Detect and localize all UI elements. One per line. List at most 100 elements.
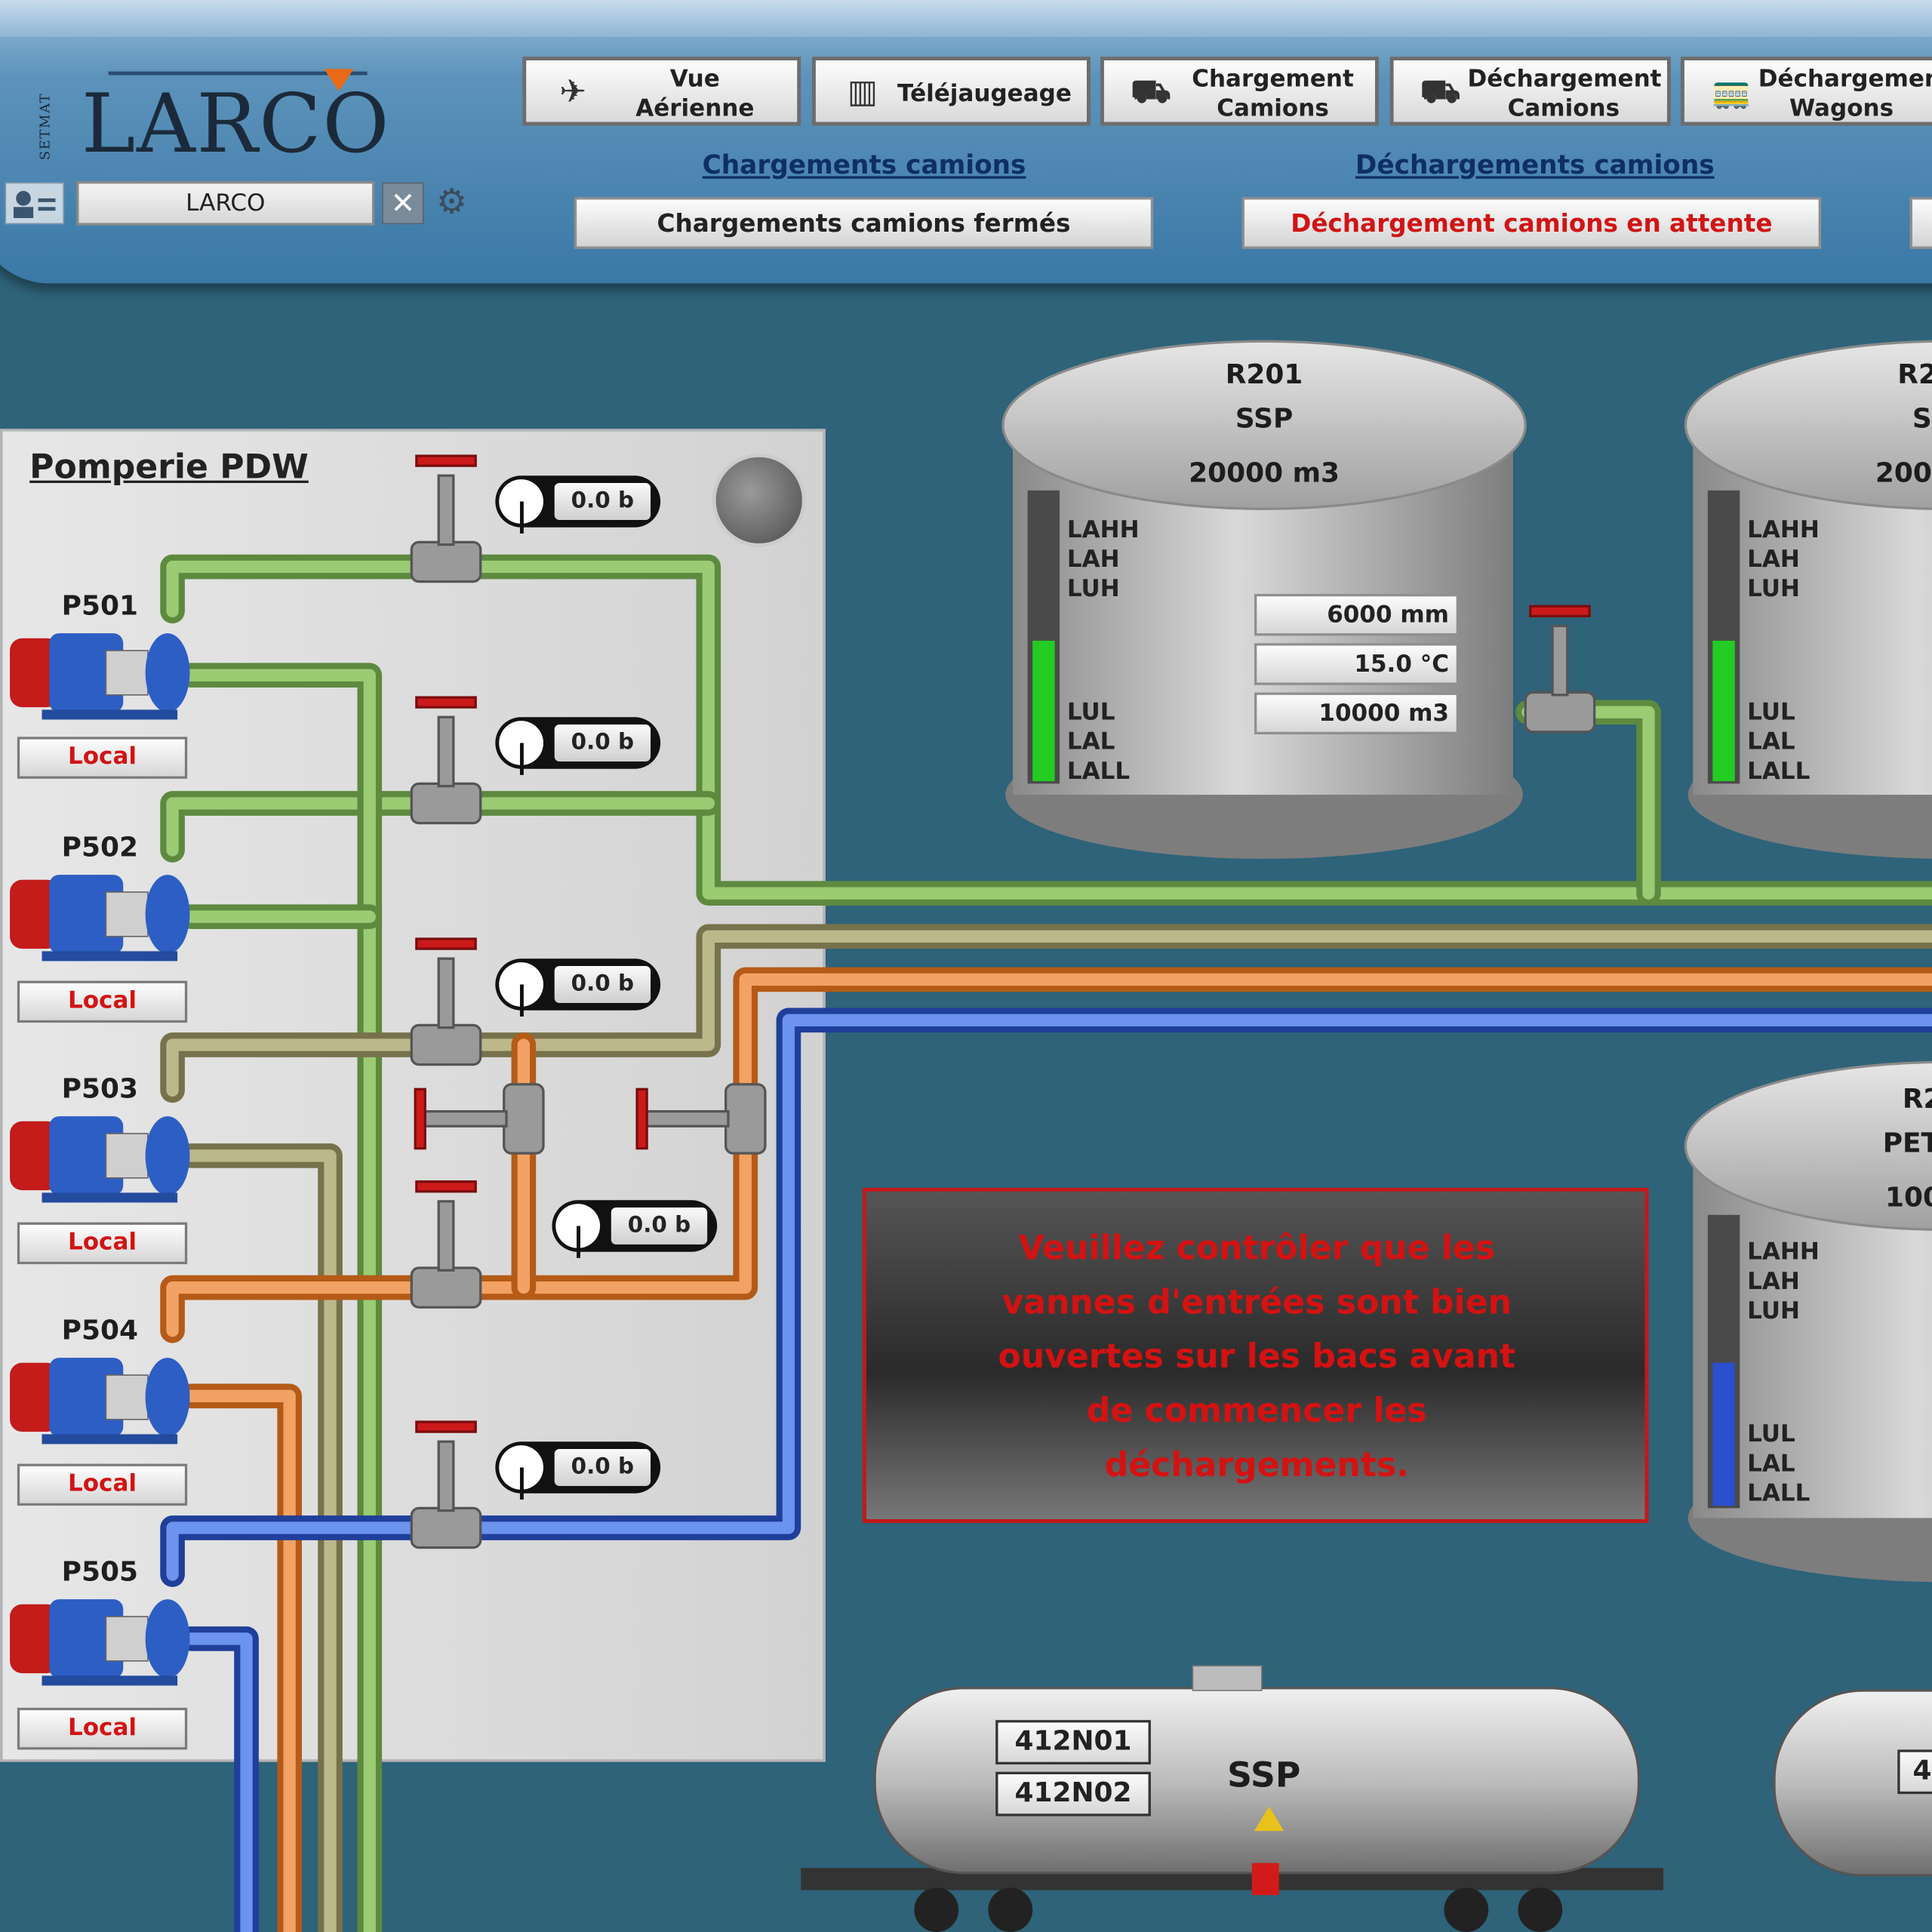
tank-id: R2 [1902, 1084, 1932, 1115]
gate-valve-icon [410, 696, 482, 825]
truck-unloading-icon: ⛟ [1420, 73, 1461, 111]
wagon-id-tag[interactable]: 412N02 [995, 1771, 1151, 1817]
pressure-value: 0.0 b [554, 724, 651, 761]
pump-room-title: Pomperie PDW [29, 448, 309, 487]
wagon-icon: 🚃 [1711, 73, 1752, 111]
tank-product: SSP [1235, 404, 1294, 435]
pending-unloadings-button[interactable]: Déchargement camions en attente [1241, 197, 1822, 249]
gate-valve-icon [414, 1083, 545, 1155]
nav-label-1: Vue [669, 65, 720, 93]
gate-valve-icon [635, 1083, 767, 1155]
valve-group [410, 454, 1596, 1549]
user-name-field[interactable]: LARCO [76, 180, 375, 226]
user-card-icon[interactable] [5, 182, 64, 225]
tank-low-alarms: LUL LAL LALL [1067, 697, 1130, 786]
emergency-stop-knob[interactable] [712, 453, 806, 547]
pressure-value: 0.0 b [554, 966, 651, 1003]
nav-label-2: Camions [1507, 94, 1620, 122]
pump-mode-button-p504[interactable]: Local [17, 1463, 188, 1506]
tank-level-field: 6000 mm [1254, 593, 1460, 636]
pump-label-p505: P505 [61, 1557, 138, 1589]
pressure-gauge: 0.0 b [495, 958, 661, 1017]
tank-high-alarms: LAHH LAH LUH [1747, 515, 1820, 604]
alarm-lul: LUL [1747, 698, 1795, 726]
alarm-lal: LAL [1747, 1450, 1795, 1478]
tank-high-alarms: LAHH LAH LUH [1747, 1237, 1820, 1326]
gate-valve-icon [410, 1420, 482, 1549]
alarm-lul: LUL [1747, 1420, 1795, 1448]
pump-label-p503: P503 [61, 1074, 138, 1106]
warning-box [862, 1187, 1649, 1523]
nav-button-telejaugeage[interactable]: ▥ Téléjaugeage [811, 57, 1091, 126]
wagon-id-tag[interactable]: 4 [1897, 1749, 1932, 1795]
alarm-lul: LUL [1066, 698, 1115, 726]
gate-valve-icon [410, 1180, 482, 1309]
tank-capacity: 100 [1884, 1183, 1932, 1214]
tank-id: R2 [1897, 359, 1932, 391]
centrifugal-pump-icon [10, 1116, 190, 1203]
truck-loading-icon: ⛟ [1131, 73, 1171, 111]
alarm-lahh: LAHH [1066, 516, 1140, 543]
centrifugal-pump-icon [10, 633, 190, 720]
tank-gauge-icon: ▥ [847, 73, 878, 111]
closed-loadings-button[interactable]: Chargements camions fermés [574, 197, 1154, 249]
centrifugal-pump-icon [10, 1599, 190, 1686]
nav-label-1: Chargement [1192, 65, 1354, 93]
tank-r2-ssp [1684, 340, 1932, 859]
alarm-lah: LAH [1066, 546, 1120, 574]
gate-valve-icon [1524, 605, 1596, 734]
pressure-dial-icon [499, 962, 543, 1017]
pressure-value: 0.0 b [554, 483, 651, 520]
extra-subnav-button[interactable] [1909, 197, 1932, 249]
alarm-lahh: LAHH [1747, 516, 1820, 543]
alarm-lahh: LAHH [1747, 1238, 1820, 1266]
tank-capacity: 200 [1875, 458, 1932, 490]
pump-mode-button-p501[interactable]: Local [17, 737, 188, 779]
alarm-lall: LALL [1747, 1479, 1810, 1507]
nav-label-2: Wagons [1789, 94, 1894, 122]
alarm-lall: LALL [1747, 758, 1810, 785]
logout-close-icon[interactable]: ✕ [382, 182, 424, 225]
pump-mode-button-p503[interactable]: Local [17, 1222, 188, 1265]
link-dechargements-camions[interactable]: Déchargements camions [1355, 150, 1715, 180]
pumps [10, 633, 190, 1686]
alarm-luh: LUH [1066, 575, 1120, 603]
pressure-dial-icon [499, 1445, 543, 1500]
tank-product: S [1912, 404, 1932, 435]
pressure-dial-icon [499, 721, 543, 775]
logo-triangle-icon [324, 69, 354, 91]
gate-valve-icon [410, 937, 482, 1066]
alarm-lal: LAL [1066, 728, 1115, 755]
pump-label-p501: P501 [61, 591, 138, 623]
pressure-gauge: 0.0 b [495, 1441, 661, 1500]
pump-mode-button-p505[interactable]: Local [17, 1707, 188, 1750]
tank-id: R201 [1225, 359, 1303, 391]
settings-gears-icon[interactable]: ⚙ [435, 180, 467, 222]
tank-low-alarms: LUL LAL LALL [1747, 1420, 1810, 1509]
wagon-id-tag[interactable]: 412N01 [995, 1720, 1151, 1764]
pressure-value: 0.0 b [554, 1448, 651, 1486]
wagon-product: SSP [1227, 1754, 1301, 1795]
link-chargements-camions[interactable]: Chargements camions [702, 150, 1026, 180]
centrifugal-pump-icon [10, 1358, 190, 1444]
tank-capacity: 20000 m3 [1189, 458, 1340, 490]
nav-label-1: Déchargemen [1758, 65, 1932, 93]
alarm-luh: LUH [1747, 575, 1800, 603]
tank-low-alarms: LUL LAL LALL [1747, 697, 1810, 786]
alarm-lall: LALL [1066, 758, 1131, 785]
nav-label-2: Aérienne [635, 94, 755, 122]
pressure-value: 0.0 b [611, 1207, 708, 1244]
pump-mode-button-p502[interactable]: Local [17, 980, 188, 1023]
pressure-dial-icon [555, 1204, 601, 1258]
nav-label-1: Téléjaugeage [897, 80, 1072, 108]
warning-message: Veuillez contrôler que les vannes d'entr… [998, 1229, 1516, 1485]
brand-logo: LARCO [81, 76, 391, 171]
pump-label-p502: P502 [61, 832, 138, 864]
alarm-lal: LAL [1747, 728, 1795, 755]
alarm-lah: LAH [1747, 546, 1800, 574]
nav-label-2: Camions [1217, 94, 1329, 122]
